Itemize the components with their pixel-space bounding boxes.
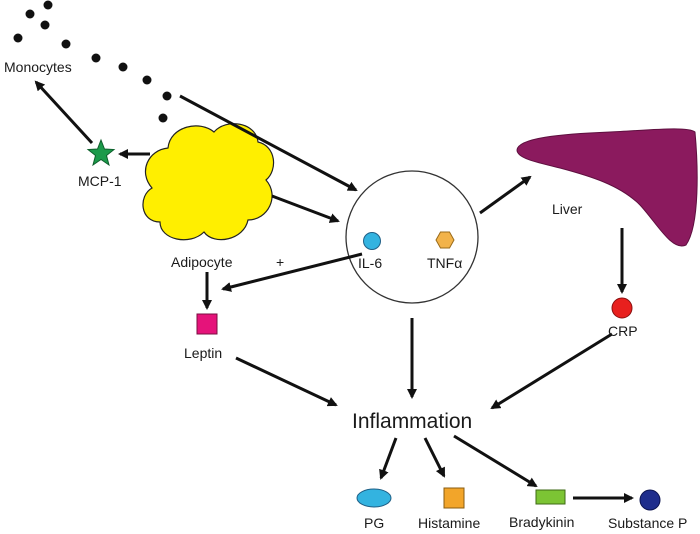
mcp1-label: MCP-1	[78, 173, 122, 189]
arrow-il6-to-leptin	[221, 252, 363, 292]
inflammation-label: Inflammation	[352, 410, 472, 433]
arrow-inflammation-to-bradykinin	[453, 434, 538, 488]
crp-circle-icon	[611, 297, 633, 319]
cytokine-cell	[345, 170, 479, 304]
arrow-cytokines-to-liver	[479, 175, 532, 215]
leptin-label: Leptin	[184, 345, 222, 361]
bradykinin-rect-icon	[535, 489, 566, 505]
pg-label: PG	[364, 515, 384, 531]
liver-label: Liver	[552, 201, 583, 217]
mcp1-star-icon	[86, 138, 116, 167]
crp-label: CRP	[608, 323, 638, 339]
substance-p-circle-icon	[639, 489, 661, 511]
monocyte-dots	[13, 0, 172, 123]
il6-circle-icon	[363, 232, 381, 250]
monocytes-label: Monocytes	[4, 59, 72, 75]
arrow-leptin-to-inflammation	[235, 356, 338, 407]
adipocyte-cell	[142, 123, 275, 241]
arrow-adipocyte-to-cytokines	[271, 194, 340, 223]
arrow-crp-to-inflammation	[490, 332, 613, 410]
arrow-inflammation-to-histamine	[423, 437, 446, 478]
pathway-arrows	[34, 80, 634, 503]
leptin-square-icon	[196, 313, 218, 335]
liver-organ	[516, 128, 698, 247]
arrow-mcp1-to-monocytes	[34, 80, 94, 145]
tnfa-hexagon-icon	[435, 231, 455, 249]
pg-ellipse-icon	[356, 488, 392, 508]
plus-sign-label: +	[276, 254, 284, 270]
histamine-label: Histamine	[418, 515, 480, 531]
adipocyte-label: Adipocyte	[171, 254, 233, 270]
bradykinin-label: Bradykinin	[509, 514, 574, 530]
tnfa-label: TNFα	[427, 255, 462, 271]
histamine-square-icon	[443, 487, 465, 509]
il6-label: IL-6	[358, 255, 382, 271]
arrow-monocytes-to-cytokines	[179, 94, 358, 192]
substance-p-label: Substance P	[608, 515, 687, 531]
arrow-inflammation-to-pg	[379, 437, 398, 480]
